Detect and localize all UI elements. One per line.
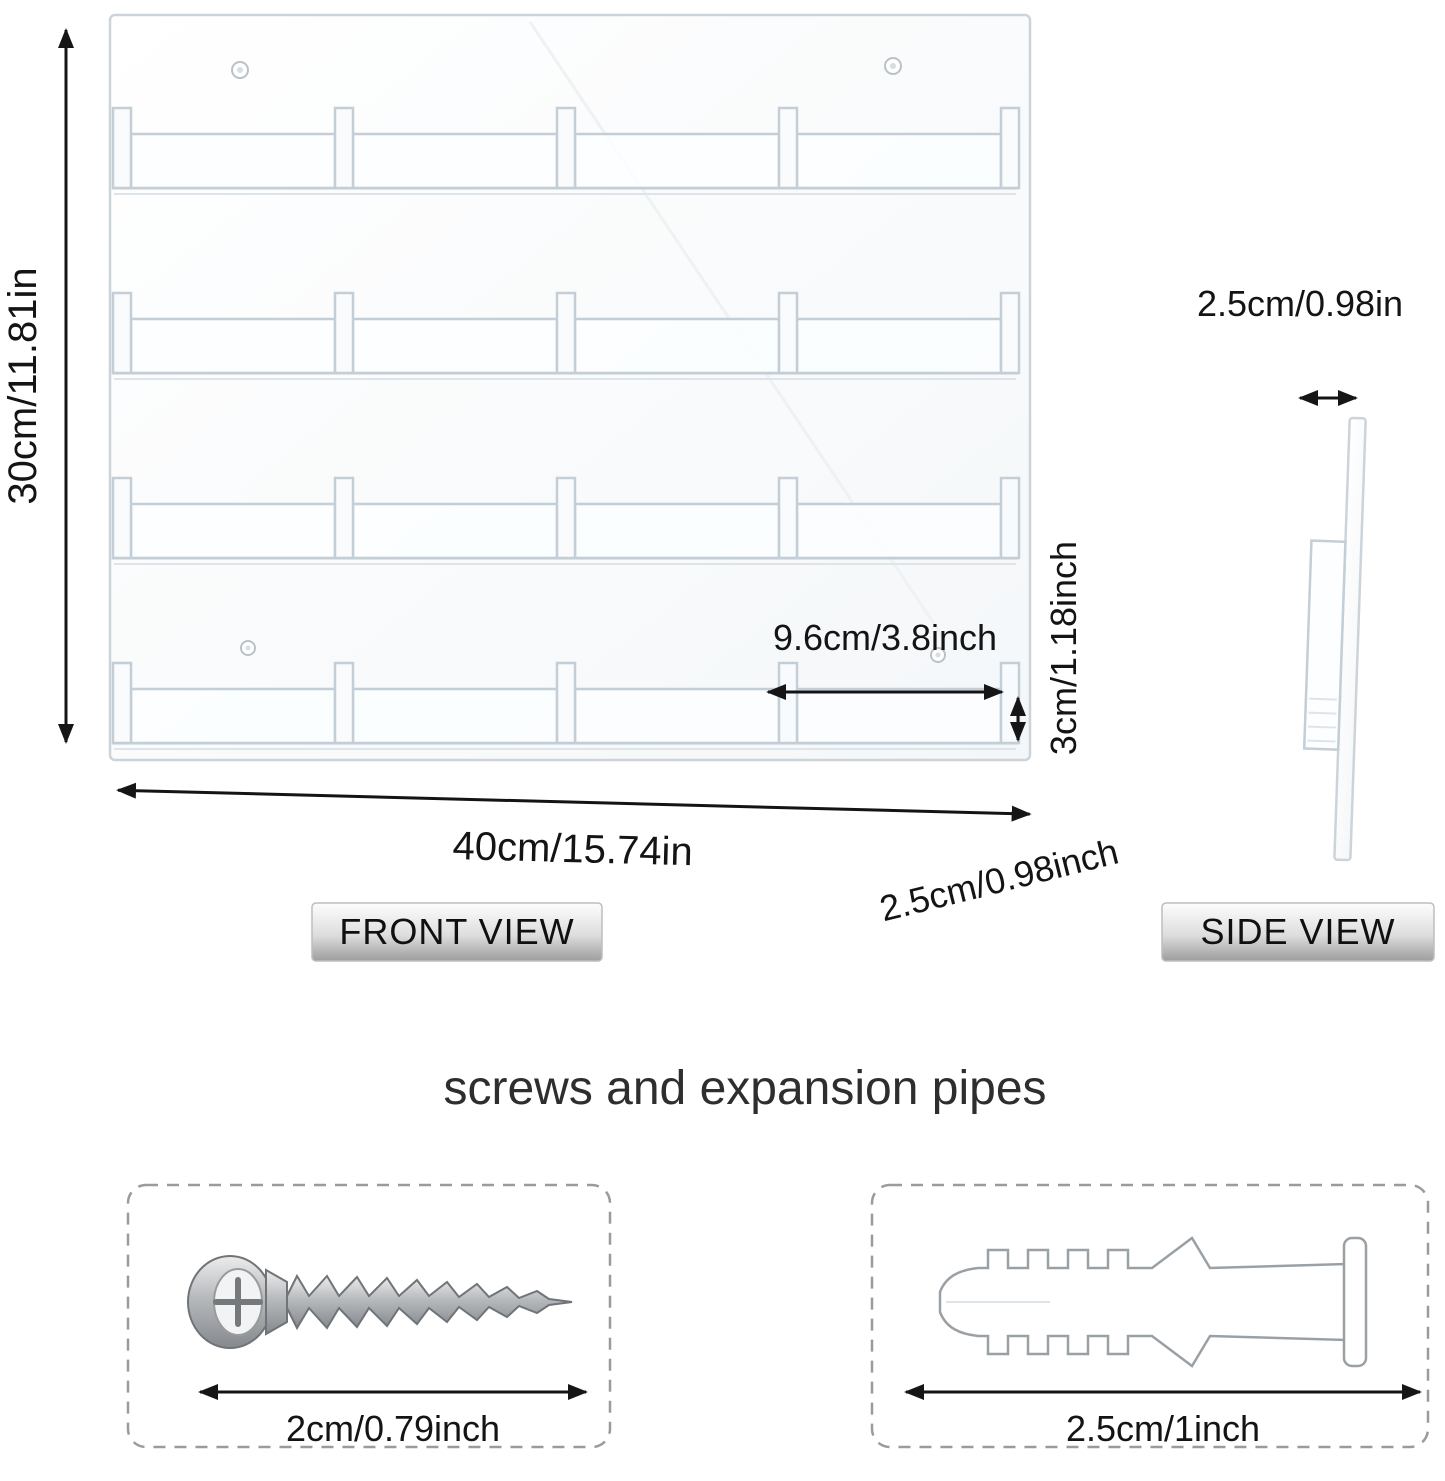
anchor-panel: 2.5cm/1inch	[870, 1183, 1430, 1449]
side-view-badge-label: SIDE VIEW	[1200, 911, 1395, 952]
anchor-dashed-box	[870, 1183, 1430, 1449]
mounting-hole-top-right	[884, 57, 902, 75]
screw-threaded-shaft	[286, 1273, 573, 1331]
front-view-holder	[108, 13, 1032, 762]
width-dimension: 40cm/15.74in	[115, 782, 1032, 874]
pocket-width-label: 9.6cm/3.8inch	[773, 617, 997, 658]
screw-length-label: 2cm/0.79inch	[286, 1408, 500, 1449]
screw-collar	[265, 1268, 288, 1336]
acrylic-back-panel	[108, 13, 1032, 762]
anchor-illustration	[938, 1236, 1368, 1368]
mounting-hole-top-left	[231, 61, 249, 79]
mounting-hole-bottom-right	[930, 647, 946, 663]
anchor-collar	[1342, 1236, 1368, 1368]
mounting-hole-bottom-left	[240, 640, 256, 656]
screw-phillips-slot	[213, 1277, 263, 1327]
side-thickness-label: 2.5cm/0.98in	[1197, 283, 1403, 324]
hardware-section-title: screws and expansion pipes	[443, 1062, 1046, 1115]
front-view-badge-bg	[311, 902, 603, 962]
side-view-badge: SIDE VIEW	[1161, 902, 1435, 962]
screw-illustration	[187, 1255, 573, 1349]
screw-dashed-box	[126, 1183, 612, 1449]
front-view-badge-label: FRONT VIEW	[339, 911, 574, 952]
screw-panel: 2cm/0.79inch	[126, 1183, 612, 1449]
front-view-badge: FRONT VIEW	[311, 902, 603, 962]
depth-dimension-label: 2.5cm/0.98inch	[876, 830, 1123, 929]
side-view-holder	[1302, 416, 1367, 862]
side-view-group: 2.5cm/0.98in	[1197, 283, 1403, 862]
anchor-length-label: 2.5cm/1inch	[1066, 1408, 1260, 1449]
side-pocket-hatch	[1307, 725, 1336, 729]
side-pocket-hatch	[1308, 697, 1337, 701]
side-pocket-hatch	[1307, 739, 1336, 743]
pocket-height-label: 3cm/1.18inch	[1043, 541, 1084, 755]
side-pocket-profile	[1302, 539, 1347, 751]
side-view-badge-bg	[1161, 902, 1435, 962]
width-dimension-label: 40cm/15.74in	[452, 824, 693, 874]
width-dimension-arrow	[115, 782, 1032, 822]
side-pocket-hatch	[1308, 711, 1337, 715]
height-dimension-label: 30cm/11.81in	[1, 267, 45, 504]
